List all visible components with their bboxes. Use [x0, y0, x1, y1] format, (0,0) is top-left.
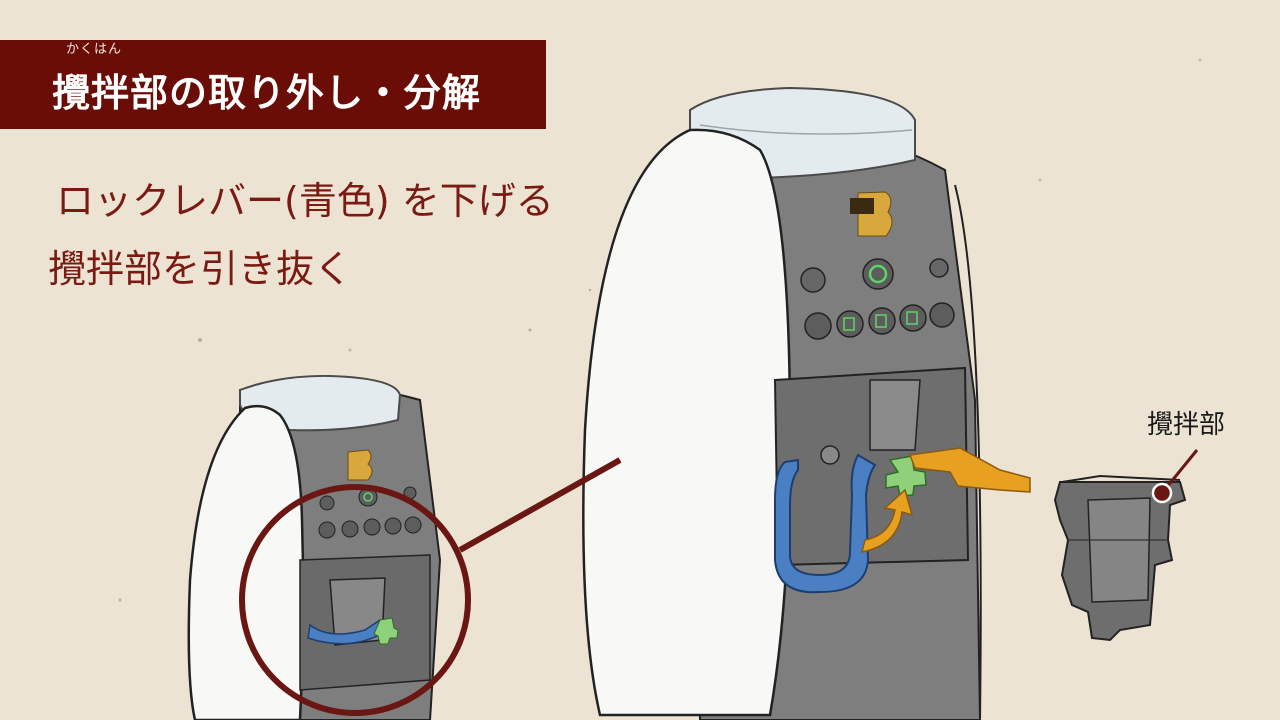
- instruction-step-1: ロックレバー(青色) を下げる: [56, 179, 554, 223]
- part-label-stirring-unit: 攪拌部: [1147, 410, 1226, 440]
- small-coffee-machine: [187, 374, 442, 720]
- stirring-unit-part: [1053, 474, 1187, 642]
- callout-connector-line: [458, 457, 622, 553]
- label-pointer-dot: [1151, 482, 1173, 504]
- title-banner: かくはん 攪拌部の取り外し・分解: [0, 40, 546, 129]
- title-ruby: かくはん: [66, 42, 123, 57]
- page-title: 攪拌部の取り外し・分解: [52, 71, 482, 115]
- instruction-step-2: 攪拌部を引き抜く: [48, 247, 353, 291]
- large-coffee-machine: [582, 86, 1031, 720]
- callout-zoom-circle: [239, 484, 471, 716]
